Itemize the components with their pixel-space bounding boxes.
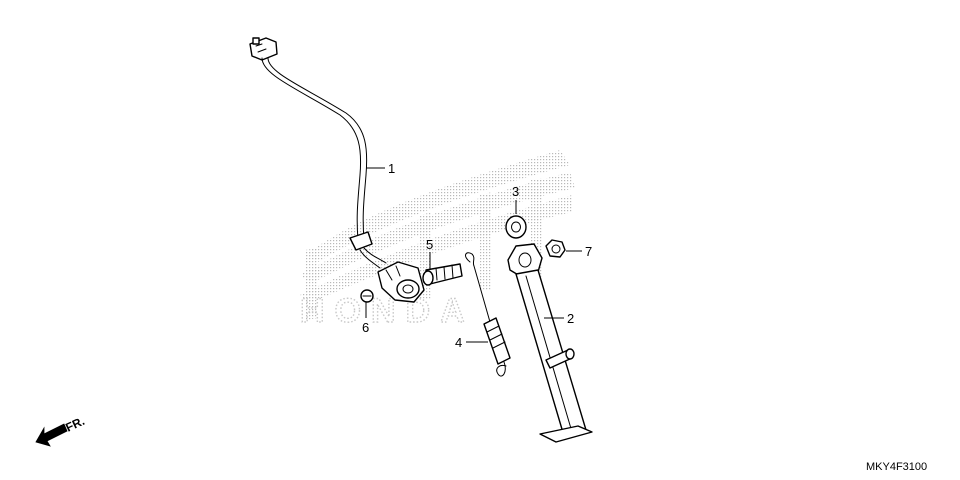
callout-1: 1 bbox=[366, 161, 395, 176]
callout-4-label: 4 bbox=[455, 335, 462, 350]
callout-5-label: 5 bbox=[426, 237, 433, 252]
honda-watermark-text: HONDA bbox=[300, 292, 475, 330]
callout-7-label: 7 bbox=[585, 244, 592, 259]
callout-7: 7 bbox=[566, 244, 592, 259]
diagram-code: MKY4F3100 bbox=[866, 461, 927, 473]
callout-1-label: 1 bbox=[388, 161, 395, 176]
front-arrow-icon bbox=[35, 423, 68, 447]
callout-6: 6 bbox=[362, 302, 369, 335]
callout-2-label: 2 bbox=[567, 311, 574, 326]
spring bbox=[465, 252, 511, 377]
side-stand-switch bbox=[249, 37, 425, 303]
callout-2: 2 bbox=[544, 311, 574, 326]
washer bbox=[505, 215, 527, 239]
nut bbox=[545, 239, 566, 258]
callout-5: 5 bbox=[426, 237, 433, 270]
bolt-6 bbox=[360, 289, 374, 303]
pivot-bolt bbox=[422, 263, 463, 286]
callout-4: 4 bbox=[455, 335, 488, 350]
front-direction-indicator: FR. bbox=[35, 414, 87, 447]
honda-wing-watermark bbox=[300, 150, 575, 320]
callout-6-label: 6 bbox=[362, 320, 369, 335]
callout-3-label: 3 bbox=[512, 184, 519, 199]
callout-3: 3 bbox=[512, 184, 519, 214]
front-direction-label: FR. bbox=[63, 414, 86, 435]
side-stand bbox=[507, 243, 593, 443]
